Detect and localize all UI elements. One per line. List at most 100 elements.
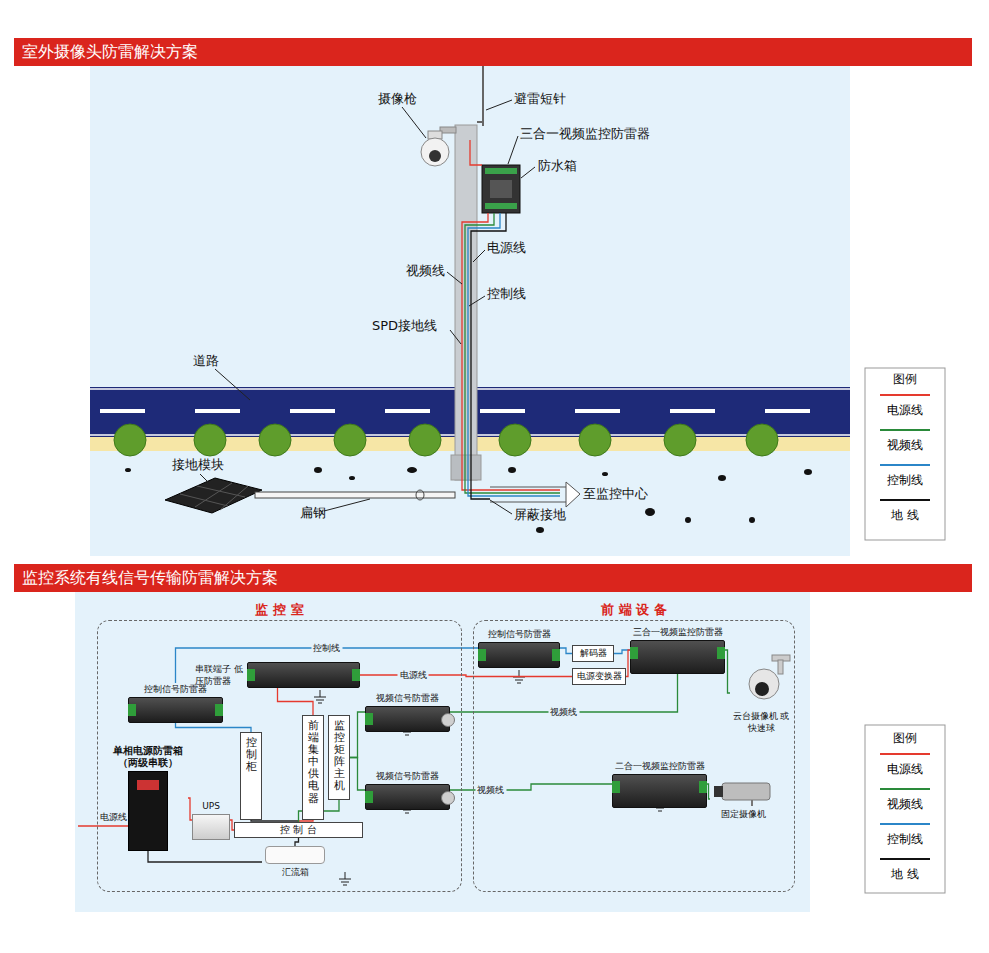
legend-swatch [880,429,930,431]
callout-label: 至监控中心 [583,486,648,501]
node-label: 前 端 设 备 [474,601,794,619]
callout-label: 电源线 [99,812,128,823]
legend-frame [865,725,945,893]
node-label: 解码器 [576,648,610,659]
node-label: 监 控 室 [98,601,461,619]
frontend-region: 前 端 设 备控制信号防雷器解码器电源变换器三合一视频监控防雷器云台摄像机 或快… [473,620,795,892]
node-label: 云台摄像机 或快速球 [730,710,792,734]
node-label: 单相电源防雷箱 （两级串联） [108,745,188,769]
legend-label: 电源线 [865,403,945,417]
device-body [265,846,325,864]
callout-label: 屏蔽接地 [514,507,566,522]
flat-steel [255,490,455,500]
wire-connector [278,688,314,715]
callout-label: 防水箱 [538,158,577,173]
decoder-box: 解码器 [572,645,614,662]
legend-item: 地 线 [865,499,945,522]
node-label: 控制信号防雷器 [488,628,551,640]
node-label: 视频信号防雷器 [376,770,439,782]
incoming-power-wire [78,825,128,826]
legend-label: 地 线 [865,508,945,522]
ground-module [165,478,262,513]
legend-frame [865,368,945,540]
legend-label: 电源线 [865,762,945,776]
node-label: 三合一视频监控防雷器 [633,626,723,638]
legend-item: 视频线 [865,788,945,811]
cabinet-box: 控制柜 [240,732,262,820]
device-body [128,771,168,851]
legend-swatch [880,823,930,825]
surge-protector: 控制信号防雷器 [128,683,223,723]
power-protection-box: 单相电源防雷箱 （两级串联） [108,745,188,851]
legend-label: 地 线 [865,867,945,881]
wire-connector [360,675,572,677]
ups-unit: UPS [192,800,230,840]
wire-connector [148,851,262,862]
callout-label: 接地模块 [172,457,224,472]
leader-lines [200,100,535,514]
panel-ground [90,66,850,556]
bushes [114,424,778,456]
legend-item: 控制线 [865,464,945,487]
legend-swatch [880,499,930,501]
ptz-camera [749,655,790,699]
node-label: UPS [202,800,220,812]
node-label: 室外摄像头防雷解决方案 [22,38,972,66]
node-label: 监控系统有线信号传输防雷解决方案 [22,564,972,592]
callout-label: 控制线 [487,286,526,301]
node-label: 视频信号防雷器 [376,692,439,704]
node-label: 电源变换器 [576,671,622,682]
wire-connector [176,723,252,732]
power-supply-box: 前端集中供电器 [302,715,324,820]
device-body [365,706,450,732]
legend-label: 视频线 [865,438,945,452]
node-label: 控 制 台 [235,823,362,837]
surge-protector: 控制信号防雷器 [478,628,560,668]
callout-label: 电源线 [487,240,526,255]
legend-swatch [880,858,930,860]
video-protector: 视频信号防雷器 [365,692,450,732]
wire-connector [560,648,572,654]
callout-label: SPD接地线 [372,318,437,333]
surge-protector: 二合一视频监控防雷器 [612,760,707,808]
wire-connector [295,838,299,846]
callout-label: 道路 [193,353,219,368]
node-label: 控制信号防雷器 [144,683,207,695]
converter-box: 电源变换器 [572,668,626,685]
callout-label: 图例 [865,372,945,386]
wire-label: 电源线 [398,670,429,681]
wire-connector [350,758,365,791]
wire-label: 视频线 [475,785,506,796]
pole-wires [462,140,560,499]
legend-swatch [880,464,930,466]
device-body [192,814,230,840]
wire-connector [350,712,365,758]
legend-item: 视频线 [865,429,945,452]
title-band: 监控系统有线信号传输防雷解决方案 [14,564,972,592]
callout-label: 视频线 [406,263,445,278]
legend-swatch [880,753,930,755]
node-label: 串联端子 低压防雷器 [195,663,243,687]
node-label: 监控矩阵主机 [334,720,345,795]
device-body [478,642,560,668]
title-band: 室外摄像头防雷解决方案 [14,38,972,66]
node-label: 汇流箱 [282,866,309,878]
callout-label: 扁钢 [300,505,326,520]
legend-label: 视频线 [865,797,945,811]
wire-label: 控制线 [311,643,342,654]
device-body [247,662,360,688]
camera-node: 云台摄像机 或快速球 [730,652,792,734]
matrix-host-box: 监控矩阵主机 [328,715,350,800]
node-label: 二合一视频监控防雷器 [615,760,705,772]
device-body [365,784,450,810]
callout-label: 图例 [865,731,945,745]
legend-item: 地 线 [865,858,945,881]
node-label: 前端集中供电器 [308,720,319,815]
legend-item: 电源线 [865,753,945,776]
wire-label: 视频线 [548,707,579,718]
room-region: 监 控 室串联端子 低压防雷器控制信号防雷器单相电源防雷箱 （两级串联）UPS控… [97,620,462,892]
wire-connector [725,650,730,693]
surge-protector: 三合一视频监控防雷器 [630,626,725,674]
node-label: 控制柜 [246,737,257,815]
legend-label: 控制线 [865,473,945,487]
